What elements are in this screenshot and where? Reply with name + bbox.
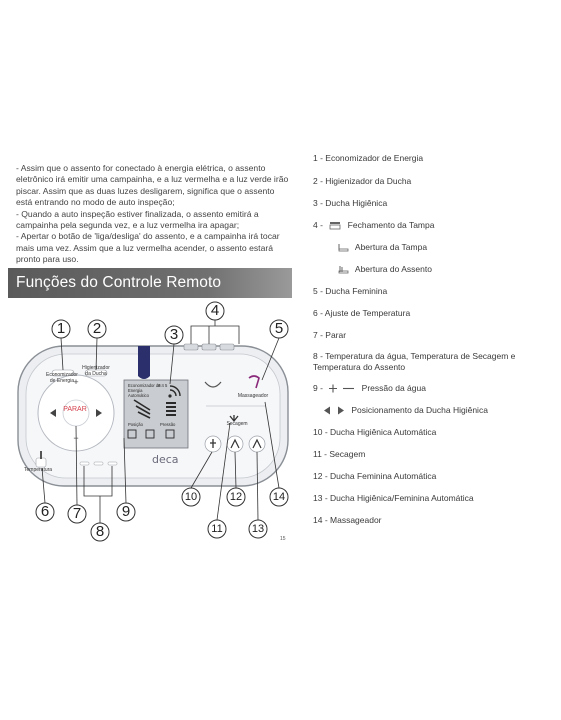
leader-lines xyxy=(41,320,280,523)
lcd-content xyxy=(127,385,181,439)
lid-button-1[interactable] xyxy=(183,343,199,351)
auto-feminine-icon xyxy=(230,438,240,449)
lcd-box-3 xyxy=(165,429,175,439)
arrow-left-right-icon xyxy=(324,406,344,415)
lcd-bar-3 xyxy=(166,410,176,412)
function-7: 7 - Parar xyxy=(313,330,347,340)
nozzle-clean-label: Higienizador da Ducha xyxy=(82,365,110,377)
signal-arc-2 xyxy=(169,385,181,397)
intro-paragraph-3: - Apertar o botão de 'liga/desliga' do a… xyxy=(16,231,280,265)
callout-5: 5 xyxy=(274,320,284,337)
function-9-position: Posicionamento da Ducha Higiênica xyxy=(319,405,488,415)
auto-combo-icon xyxy=(252,438,262,449)
lcd-auto-text: Automático xyxy=(128,393,149,398)
signal-dot xyxy=(168,394,172,398)
callout-1: 1 xyxy=(56,320,66,337)
ir-sensor xyxy=(138,346,150,379)
lid-button-3[interactable] xyxy=(219,343,235,351)
function-12: 12 - Ducha Feminina Automática xyxy=(313,471,437,481)
seat-open-icon xyxy=(338,266,349,274)
lcd-bar-1 xyxy=(166,402,176,404)
auto-combo-button[interactable] xyxy=(248,435,266,453)
function-3: 3 - Ducha Higiênica xyxy=(313,198,388,208)
function-4-open-lid: Abertura da Tampa xyxy=(333,242,427,252)
callout-6: 6 xyxy=(40,503,50,520)
lcd-time-text: 8:4 5 xyxy=(158,383,168,388)
callout-8: 8 xyxy=(95,523,105,540)
lcd-screen xyxy=(123,379,189,449)
function-6: 6 - Ajuste de Temperatura xyxy=(313,308,411,318)
callout-4: 4 xyxy=(210,302,220,319)
function-10: 10 - Ducha Higiênica Automática xyxy=(313,427,437,437)
lcd-bar-2 xyxy=(166,406,176,408)
temperature-button[interactable] xyxy=(35,457,47,468)
lcd-box-1 xyxy=(127,429,137,439)
callout-7: 7 xyxy=(72,505,82,522)
function-13: 13 - Ducha Higiênica/Feminina Automática xyxy=(313,493,474,503)
temp-led-3 xyxy=(107,461,118,466)
function-2: 2 - Higienizador da Ducha xyxy=(313,176,412,186)
function-9-number: 9 - xyxy=(313,383,323,393)
dry-label: Secagem xyxy=(226,421,248,427)
rear-wash-icon[interactable] xyxy=(204,381,222,388)
callout-12: 12 xyxy=(229,491,243,503)
intro-paragraph-1: - Assim que o assento for conectado à en… xyxy=(16,163,289,208)
auto-rear-icon xyxy=(210,439,216,448)
intro-paragraph-2: - Quando a auto inspeção estiver finaliz… xyxy=(16,208,259,231)
callout-11: 11 xyxy=(211,523,223,535)
function-8: 8 - Temperatura da água, Temperatura de … xyxy=(313,351,516,372)
lcd-bar-4 xyxy=(166,414,176,416)
callout-14: 14 xyxy=(272,491,286,503)
page-number: 15 xyxy=(280,536,286,542)
signal-arc-1 xyxy=(169,389,177,397)
section-title: Funções do Controle Remoto xyxy=(8,268,292,298)
function-1: 1 - Economizador de Energia xyxy=(313,153,424,163)
function-9-position-label: Posicionamento da Ducha Higiênica xyxy=(351,405,488,415)
lid-close-icon xyxy=(329,222,341,230)
function-9: 9 - Pressão da água xyxy=(313,383,426,393)
massage-label: Massageador xyxy=(237,393,269,399)
callout-13: 13 xyxy=(251,523,265,535)
function-5: 5 - Ducha Feminina xyxy=(313,286,388,296)
callout-2: 2 xyxy=(92,320,102,337)
temperature-label: Temperatura xyxy=(24,467,53,473)
thermometer-icon xyxy=(40,451,42,459)
lid-open-icon xyxy=(338,244,349,252)
lcd-pressure-text: Pressão xyxy=(160,422,176,427)
remote-drawing xyxy=(17,301,289,542)
function-14: 14 - Massageador xyxy=(313,515,382,525)
energy-saver-label: Economizador de Energia xyxy=(46,372,78,384)
function-4: 4 - Fechamento da Tampa xyxy=(313,220,434,230)
lcd-energy-text: Economizador de Energia xyxy=(128,383,161,393)
auto-feminine-button[interactable] xyxy=(226,435,244,453)
lid-button-2[interactable] xyxy=(201,343,217,351)
pad-plus-icon[interactable]: + xyxy=(73,377,79,387)
pad-right-arrow-icon[interactable] xyxy=(96,409,102,417)
pad-minus-icon[interactable]: − xyxy=(73,433,79,443)
function-4-open-lid-label: Abertura da Tampa xyxy=(354,242,428,252)
lcd-position-text: Posição xyxy=(128,422,143,427)
callout-3: 3 xyxy=(169,326,179,343)
feminine-wash-icon[interactable] xyxy=(248,375,260,389)
lcd-box-2 xyxy=(145,429,155,439)
dryer-fan-icon[interactable] xyxy=(229,415,239,423)
callout-9: 9 xyxy=(121,503,131,520)
temp-led-1 xyxy=(79,461,90,466)
callout-10: 10 xyxy=(184,491,198,503)
stop-button-label: PARAR xyxy=(63,406,87,413)
function-4-open-seat-label: Abertura do Assento xyxy=(354,264,432,274)
pad-left-arrow-icon[interactable] xyxy=(50,409,56,417)
function-4-close-label: Fechamento da Tampa xyxy=(347,220,435,230)
function-9-pressure-label: Pressão da água xyxy=(361,383,426,393)
function-11: 11 - Secagem xyxy=(313,449,366,459)
plus-minus-icon xyxy=(329,384,355,393)
intro-text: - Assim que o assento for conectado à en… xyxy=(16,163,292,266)
function-4-number: 4 - xyxy=(313,220,323,230)
function-4-open-seat: Abertura do Assento xyxy=(333,264,432,274)
temp-led-2 xyxy=(93,461,104,466)
remote-diagram: Economizador de Energia Higienizador da … xyxy=(0,298,300,548)
brand-logo: deca xyxy=(152,453,179,466)
lcd-nozzle-graphic xyxy=(133,399,151,419)
